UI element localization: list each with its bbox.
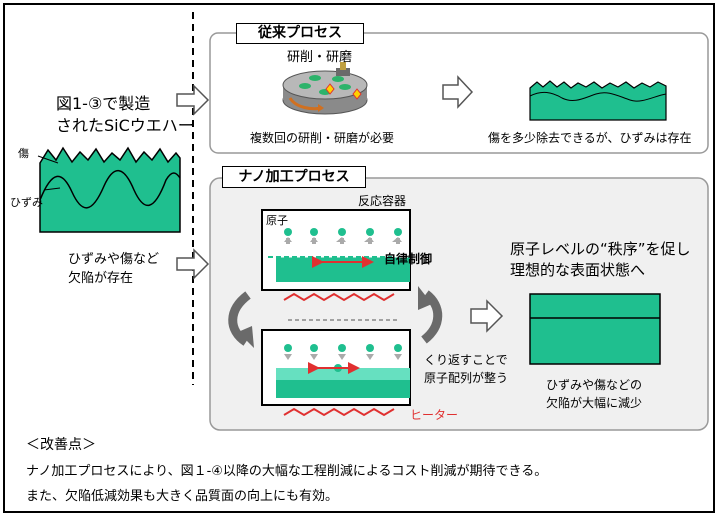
wafer-label-scratch: 傷 [18,147,29,160]
nano-process-arrow [470,299,504,333]
heater-top [283,292,395,302]
reactor-label: 反応容器 [358,194,407,208]
wafer-defect-line1: ひずみや傷など [68,252,160,267]
repeat-line1: くり返すことで [424,353,508,367]
wafer-defect-line2: 欠陥が存在 [68,271,134,286]
conventional-process-arrow [442,75,474,109]
result-line1: ひずみや傷などの [546,378,643,392]
arrow-to-conventional [176,84,210,116]
nano-title: ナノ加工プロセス [222,166,366,188]
goal-line1: 原子レベルの“秩序”を促し [510,240,691,258]
wafer-illustration [37,146,181,233]
atom-label: 原子 [266,214,288,227]
conventional-title: 従来プロセス [236,23,364,44]
result-line2: 欠陥が大幅に減少 [546,396,643,410]
goal-line2: 理想的な表面状態へ [510,261,646,279]
machine-label: 研削・研磨 [287,50,353,65]
nano-result-wafer [529,293,661,365]
self-control-label: 自律制御 [384,252,433,266]
cycle-arrow-left-head [238,326,254,348]
conventional-caption-left: 複数回の研削・研磨が必要 [250,131,395,145]
summary-line2: また、欠陥低減効果も大きく品質面の向上にも有効。 [26,489,339,504]
cycle-arrow-right-head [418,286,432,310]
atoms-top [284,228,402,244]
summary-heading: ＜改善点＞ [26,437,96,453]
arrow-to-nano [176,248,210,280]
wafer-title-line1: 図1-③で製造 [56,94,151,113]
repeat-line2: 原子配列が整う [424,371,509,385]
heater-bottom [283,407,395,417]
wafer-title-line2: されたSiCウエハー [56,116,194,135]
conventional-result-wafer [529,80,667,121]
heater-label: ヒーター [410,408,459,422]
conventional-caption-right: 傷を多少除去できるが、ひずみは存在 [488,131,692,145]
polishing-machine-icon [282,62,368,115]
cycle-arrow-left [228,291,251,346]
wafer-label-warp: ひずみ [10,196,43,209]
summary-line1: ナノ加工プロセスにより、図１-④以降の大幅な工程削減によるコスト削減が期待できる… [26,464,548,479]
reactor-top [261,209,411,291]
cycle-arrow-right [420,290,443,344]
